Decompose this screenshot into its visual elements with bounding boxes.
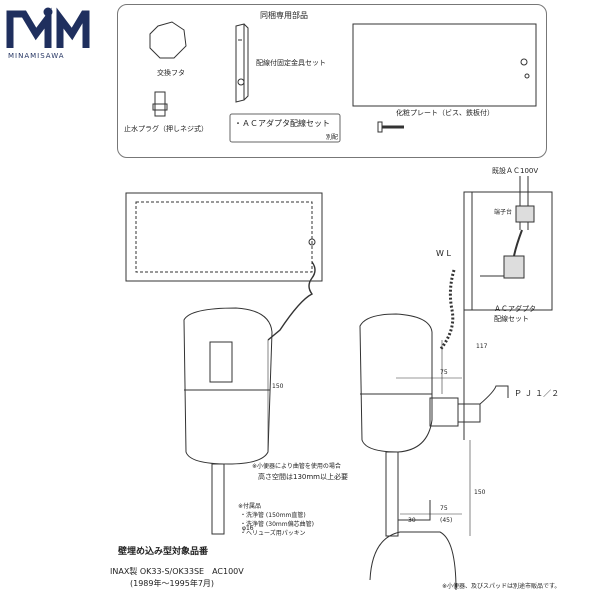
- ac-adapter-diagram-label-1: ＡＣアダプタ: [494, 305, 536, 313]
- ac-adapter-label: ・ＡＣアダプタ配線セット: [234, 119, 330, 128]
- dim-150-left: 150: [272, 383, 284, 390]
- note-space-2: 高さ空間は130mm以上必要: [258, 473, 348, 481]
- separate-label: 別配: [326, 134, 339, 141]
- urinal: [369, 531, 457, 591]
- footnote: ※小便器、及びスパッドは別途市販品です。: [442, 583, 561, 590]
- dim-75-top: 75: [440, 369, 448, 376]
- footer-years: (1989年～1995年7月): [130, 579, 215, 588]
- bracket-part-icon: [235, 23, 249, 103]
- brand-name: MINAMISAWA: [8, 52, 65, 60]
- accessory-3: ・ヘリューズ用パッキン: [240, 530, 306, 537]
- dim-30: 30: [408, 517, 416, 524]
- parts-drawings: [149, 21, 537, 143]
- dim-45: (45): [440, 517, 453, 524]
- ac-adapter-diagram-label-2: 配線セット: [494, 315, 529, 323]
- terminal-label: 端子台: [494, 209, 513, 216]
- accessory-1: ・洗浄管 (150mm直管): [240, 512, 306, 519]
- flush-valve-front: [183, 307, 273, 465]
- cover-plate-part-icon: [352, 23, 537, 107]
- parts-box: [117, 4, 547, 158]
- cover-part-icon: [149, 21, 187, 59]
- cover-label: 交換フタ: [157, 69, 185, 77]
- power-label: 既設ＡＣ100V: [492, 167, 539, 175]
- dim-phi16: φ16: [242, 525, 254, 532]
- accessory-2: ・洗浄管 (30mm偏芯曲管): [240, 521, 314, 528]
- accessories-title: ※付属品: [238, 503, 262, 510]
- parts-box-title: 同梱専用部品: [260, 11, 308, 20]
- wiring-bracket-label: 配線付固定金具セット: [256, 59, 326, 67]
- note-space-1: ※小便器により曲管を使用の場合: [252, 463, 341, 470]
- dim-117: 117: [476, 343, 488, 350]
- footer-model: INAX製 OK33-S/OK33SE AC100V: [110, 567, 244, 576]
- logo-mark-icon: [6, 7, 90, 48]
- flush-valve-side: [359, 313, 433, 453]
- ac-adapter-box: [229, 113, 341, 143]
- dim-150-right: 150: [474, 489, 486, 496]
- wall-plate: [125, 192, 323, 282]
- brand-logo: MINAMISAWA: [6, 6, 90, 64]
- screw-part-icon: [377, 121, 404, 133]
- cover-plate-label: 化粧プレート（ビス、鉄板付）: [396, 109, 494, 117]
- plug-label: 止水プラグ（押しネジ式）: [124, 125, 208, 133]
- pj-label: Ｐ Ｊ １／２: [514, 389, 560, 398]
- footer-heading: 壁埋め込み型対象品番: [118, 547, 209, 557]
- dim-75-bottom: 75: [440, 505, 448, 512]
- wl-label: W L: [436, 249, 451, 258]
